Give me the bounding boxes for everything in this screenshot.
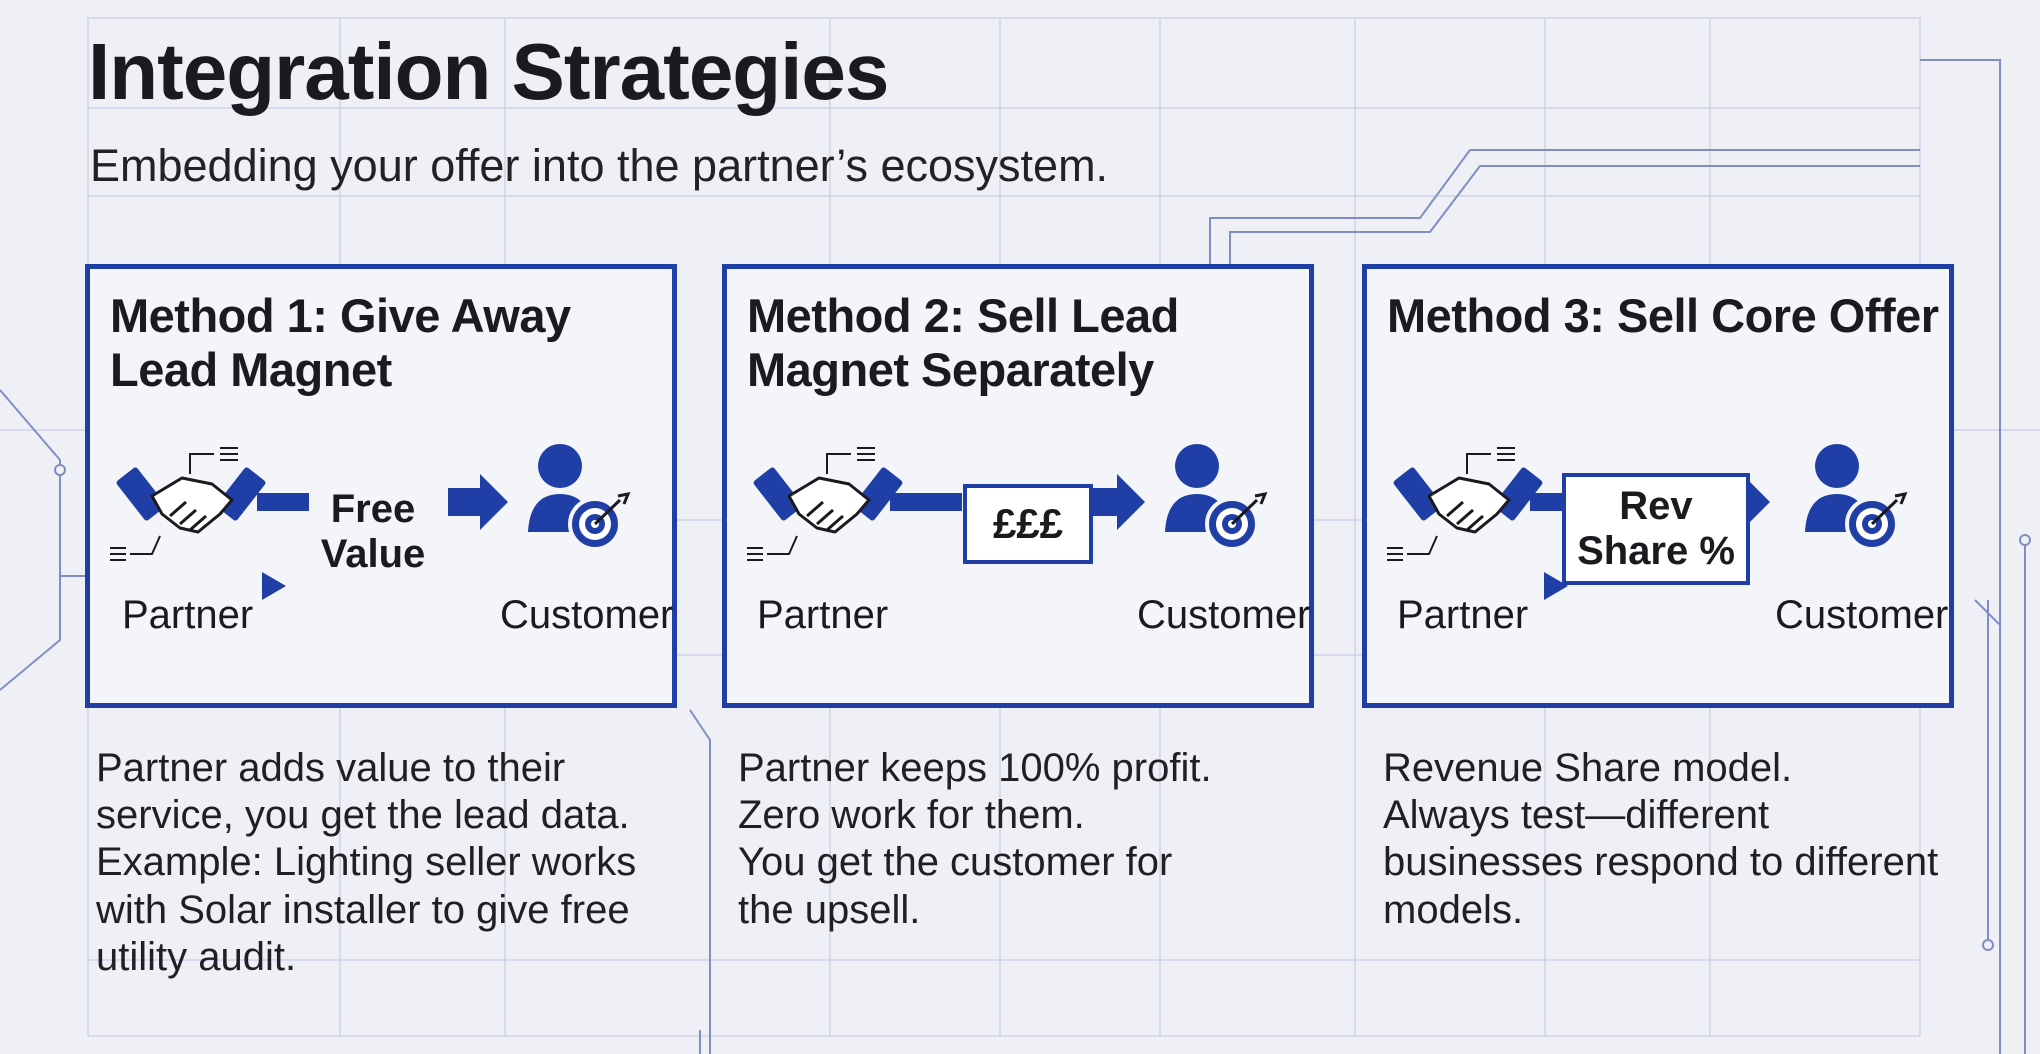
description-line: You get the customer for <box>738 840 1173 885</box>
play-triangle-icon <box>1544 572 1568 600</box>
partner-label: Partner <box>122 593 254 637</box>
customer-label: Customer <box>1137 593 1311 637</box>
method-title: Method 3: Sell Core Offer <box>1387 289 1939 342</box>
customer-target-icon <box>1805 444 1908 551</box>
method-card-3: Method 3: Sell Core Offer Rev Share % Pa… <box>1362 264 1954 708</box>
page-subtitle: Embedding your offer into the partner’s … <box>90 140 1109 191</box>
description-line: service, you get the lead data. <box>96 793 630 838</box>
arrow-right-icon <box>1092 474 1145 530</box>
method-flow-diagram <box>747 444 1268 561</box>
description-line: Partner keeps 100% profit. <box>738 746 1212 790</box>
method-title: Method 2: Sell Lead Magnet Separately <box>747 289 1179 397</box>
partner-label: Partner <box>757 593 889 637</box>
connector-label: £££ <box>963 484 1093 564</box>
customer-label: Customer <box>500 593 674 637</box>
customer-target-icon <box>1165 444 1268 551</box>
partner-label: Partner <box>1397 593 1529 637</box>
connector-bar <box>1530 493 1562 511</box>
method-card-2: Method 2: Sell Lead Magnet Separately ££… <box>722 264 1314 708</box>
description-line: models. <box>1383 887 1524 932</box>
connector-label: Rev Share % <box>1562 473 1750 585</box>
play-triangle-icon <box>262 572 286 600</box>
method-flow-diagram <box>110 444 631 600</box>
handshake-icon <box>1387 447 1543 561</box>
method-description-1: Partner adds value to their service, you… <box>96 745 696 981</box>
description-line: Example: Lighting seller works <box>96 840 637 885</box>
description-line: Partner adds value to their <box>96 746 566 790</box>
handshake-icon <box>747 447 903 561</box>
customer-label: Customer <box>1775 593 1949 637</box>
method-card-1: Method 1: Give Away Lead Magnet Free Val… <box>85 264 677 708</box>
connector-bar <box>890 493 962 511</box>
description-line: businesses respond to different <box>1383 840 1939 885</box>
method-title: Method 1: Give Away Lead Magnet <box>110 289 571 397</box>
description-line: Zero work for them. <box>738 793 1085 838</box>
connector-label: Free Value <box>320 487 426 576</box>
method-description-3: Revenue Share model. Always test—differe… <box>1383 745 2003 934</box>
page-title: Integration Strategies <box>88 27 889 116</box>
description-line: Revenue Share model. <box>1383 746 1793 790</box>
method-description-2: Partner keeps 100% profit. Zero work for… <box>738 745 1338 934</box>
description-line: Always test—different <box>1383 793 1770 838</box>
description-line: utility audit. <box>96 934 297 979</box>
connector-bar <box>257 493 309 511</box>
description-line: the upsell. <box>738 887 921 932</box>
description-line: with Solar installer to give free <box>96 887 630 932</box>
customer-target-icon <box>528 444 631 551</box>
arrow-right-icon <box>448 474 508 530</box>
handshake-icon <box>110 447 266 561</box>
